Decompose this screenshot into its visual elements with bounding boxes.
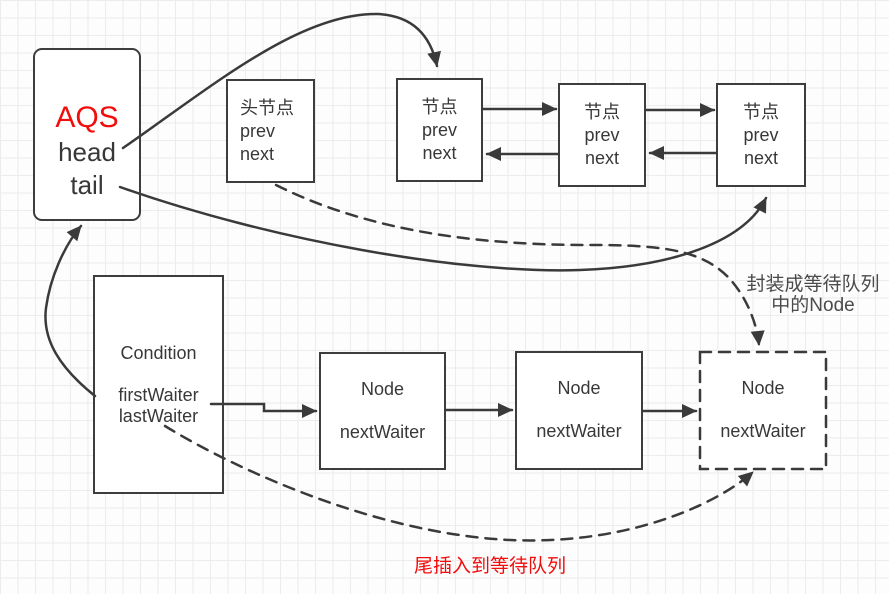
waiter-node-3-field: nextWaiter <box>720 421 806 441</box>
condition-lastwaiter-field: lastWaiter <box>118 405 199 426</box>
firstwaiter-to-waiter1-arrow <box>209 402 318 418</box>
condition-to-aqs-arrow <box>44 224 97 398</box>
sync-node-2-prev: prev <box>584 124 620 145</box>
wrap-annotation: 封装成等待队列 中的Node <box>728 274 889 316</box>
tail-to-node3-arrow <box>118 185 768 272</box>
head-node-title: 头节点 <box>240 97 294 118</box>
head-node-prev: prev <box>240 120 276 141</box>
head-node-box: 头节点 prev next <box>226 79 315 183</box>
condition-box: Condition firstWaiter lastWaiter <box>93 275 224 494</box>
aqs-box: AQS head tail <box>33 48 141 221</box>
waiter-node-2-box: Node nextWaiter <box>515 351 643 470</box>
waiter-node-1-field: nextWaiter <box>339 421 426 442</box>
tail-insert-annotation: 尾插入到等待队列 <box>413 556 566 577</box>
sync-node-1-box: 节点 prev next <box>396 78 483 182</box>
sync-node-2-title: 节点 <box>584 101 620 122</box>
sync-node-2-next: next <box>584 147 620 168</box>
aqs-head-field: head <box>58 137 116 167</box>
waiter-node-2-title: Node <box>557 378 601 398</box>
sync-node-3-next: next <box>743 147 779 168</box>
sync-node-2-box: 节点 prev next <box>558 83 646 187</box>
condition-firstwaiter-field: firstWaiter <box>118 384 199 405</box>
headnode-to-waiter3-dashed-arrow <box>274 183 765 347</box>
sync-node-3-title: 节点 <box>743 101 779 122</box>
sync-node-1-prev: prev <box>421 119 457 140</box>
aqs-title: AQS <box>55 101 119 134</box>
waiter-node-3-title: Node <box>741 378 785 398</box>
wrap-annotation-line2: 中的Node <box>771 295 855 316</box>
head-node-next: next <box>240 143 275 164</box>
sync-node-1-next: next <box>422 142 457 163</box>
sync-node-1-title: 节点 <box>421 96 458 117</box>
lastwaiter-to-waiter3-dashed-arrow <box>163 424 755 542</box>
waiter-node-2-field: nextWaiter <box>536 421 622 441</box>
waiter-node-1-box: Node nextWaiter <box>319 352 446 470</box>
waiter-node-3-box-dashed: Node nextWaiter <box>699 351 827 470</box>
sync-node-3-prev: prev <box>743 124 779 145</box>
sync-node-3-box: 节点 prev next <box>716 83 806 187</box>
waiter-node-1-title: Node <box>360 378 405 399</box>
condition-title: Condition <box>120 342 197 363</box>
wrap-annotation-line1: 封装成等待队列 <box>746 274 880 295</box>
aqs-tail-field: tail <box>70 170 104 200</box>
